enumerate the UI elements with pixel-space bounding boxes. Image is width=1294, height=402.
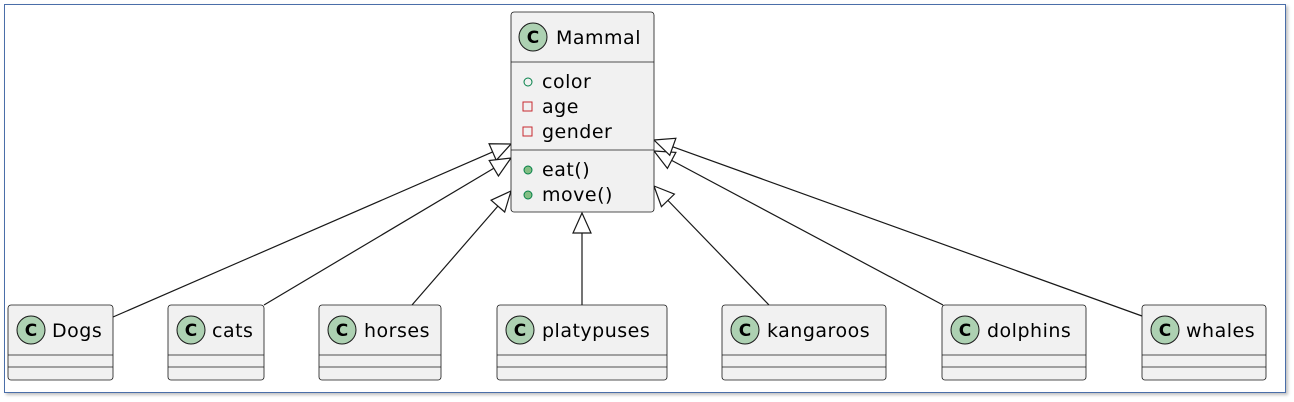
edge-dogs-to-mammal	[112, 151, 493, 318]
class-whales[interactable]: C whales	[1141, 304, 1267, 381]
class-box	[721, 304, 887, 381]
class-badge-letter: C	[527, 28, 539, 48]
class-badge-letter: C	[1159, 321, 1171, 341]
class-badge-letter: C	[185, 321, 197, 341]
class-badge-letter: C	[514, 321, 526, 341]
inheritance-arrowhead	[488, 143, 513, 162]
class-name: dolphins	[987, 320, 1071, 342]
class-platypuses[interactable]: C platypuses	[496, 304, 668, 381]
inheritance-arrowhead	[572, 211, 592, 234]
class-name: platypuses	[542, 320, 650, 342]
public-method-icon	[523, 165, 533, 175]
edge-kangaroos-to-mammal	[667, 199, 770, 306]
class-badge-icon	[518, 22, 548, 52]
inheritance-arrowhead	[489, 189, 512, 214]
class-badge-icon	[16, 315, 46, 345]
class-kangaroos[interactable]: C kangaroos	[721, 304, 887, 381]
class-name: cats	[212, 320, 253, 342]
class-dolphins[interactable]: C dolphins	[941, 304, 1087, 381]
inheritance-arrowhead	[652, 137, 677, 157]
inheritance-arrowhead	[488, 157, 513, 178]
class-badge-letter: C	[25, 321, 37, 341]
inheritance-arrowhead	[652, 150, 677, 170]
class-name: whales	[1186, 320, 1255, 342]
private-visibility-icon	[522, 126, 533, 137]
class-mammal[interactable]: C Mammal color age gender eat() move()	[510, 11, 655, 213]
class-badge-letter: C	[739, 321, 751, 341]
edge-horses-to-mammal	[411, 205, 499, 306]
attribute-age: age	[542, 96, 579, 118]
inheritance-arrowhead	[652, 184, 676, 208]
attribute-gender: gender	[542, 121, 612, 143]
class-box	[496, 304, 668, 381]
class-badge-icon	[730, 315, 760, 345]
public-method-icon	[523, 190, 533, 200]
attribute-color: color	[542, 71, 591, 93]
class-badge-icon	[505, 315, 535, 345]
class-box	[167, 304, 265, 381]
method-eat: eat()	[542, 159, 590, 181]
edge-whales-to-mammal	[672, 146, 1143, 317]
class-name: Mammal	[556, 27, 641, 49]
edge-dolphins-to-mammal	[671, 159, 944, 306]
class-horses[interactable]: C horses	[318, 304, 442, 381]
class-dogs[interactable]: C Dogs	[7, 304, 114, 381]
method-move: move()	[542, 184, 613, 206]
class-name: horses	[364, 320, 430, 342]
edge-cats-to-mammal	[263, 167, 495, 306]
class-name: Dogs	[52, 320, 102, 342]
class-badge-letter: C	[336, 321, 348, 341]
public-visibility-icon	[523, 77, 533, 87]
inheritance-edges	[112, 137, 1143, 318]
class-name: kangaroos	[767, 320, 870, 342]
class-badge-icon	[327, 315, 357, 345]
class-badge-icon	[950, 315, 980, 345]
private-visibility-icon	[522, 101, 533, 112]
class-cats[interactable]: C cats	[167, 304, 265, 381]
class-badge-letter: C	[959, 321, 971, 341]
class-badge-icon	[1150, 315, 1180, 345]
class-badge-icon	[176, 315, 206, 345]
